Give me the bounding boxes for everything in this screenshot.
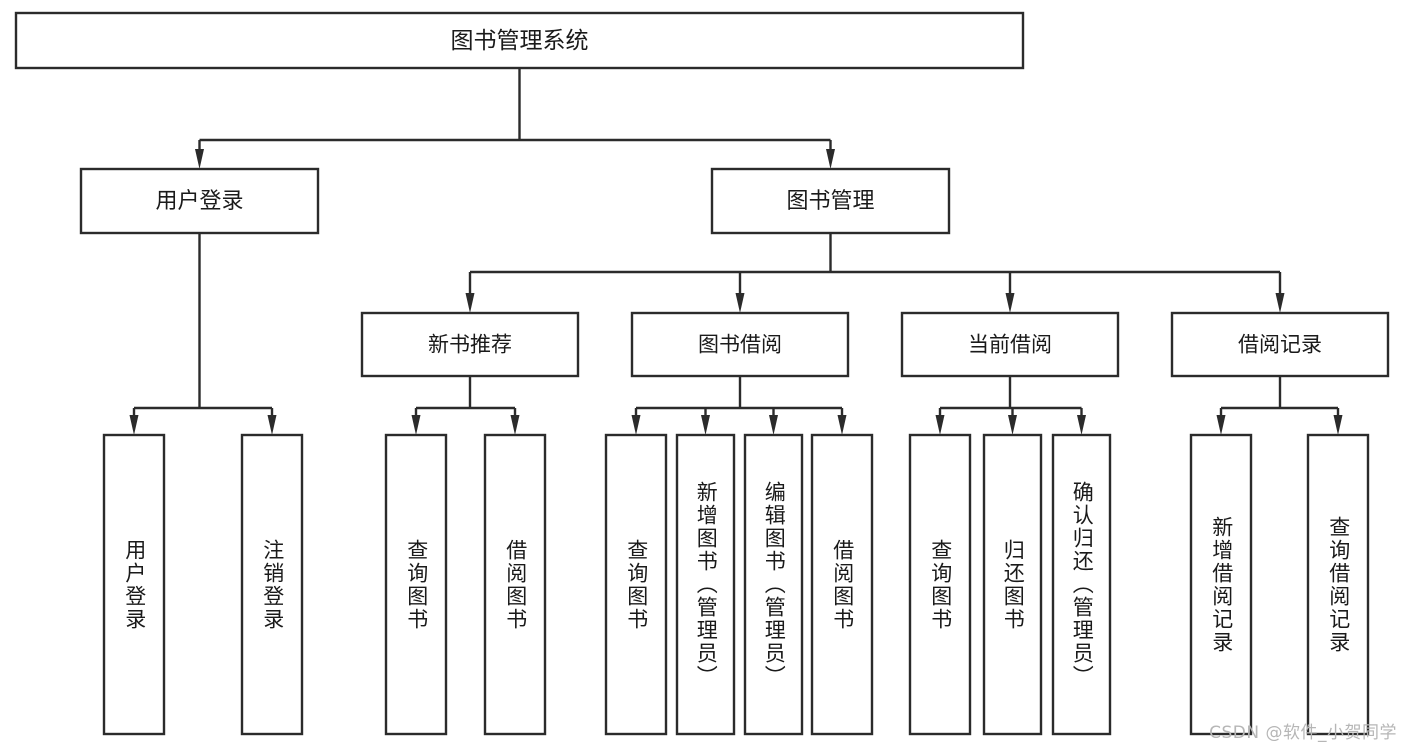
- node-l3-borrow-record-box[interactable]: [1170, 311, 1390, 378]
- node-leaf-leaf-add-record-box[interactable]: [1189, 433, 1253, 736]
- node-leaf-leaf-query-book-2-box[interactable]: [604, 433, 668, 736]
- node-l2-user-login-label: 用户登录: [155, 189, 243, 214]
- node-l3-current-borrow[interactable]: 当前借阅: [900, 311, 1120, 378]
- link-new-book-recommend-to-leaves-arrow-0: [411, 415, 421, 435]
- node-leaf-leaf-query-book-3[interactable]: [908, 433, 972, 736]
- node-leaf-leaf-query-record-box[interactable]: [1306, 433, 1370, 736]
- node-l3-book-borrow[interactable]: 图书借阅: [630, 311, 850, 378]
- link-bookmanage-to-l3-arrow-2: [1005, 293, 1015, 313]
- link-borrow-record-to-leaves-arrow-1: [1333, 415, 1343, 435]
- link-user-login-to-leaves-arrow-1: [267, 415, 277, 435]
- link-root-to-l2-arrow-1: [826, 149, 835, 169]
- link-bookmanage-to-l3-arrow-0: [465, 293, 475, 313]
- link-current-borrow-to-leaves-arrow-1: [1008, 415, 1017, 435]
- link-root-to-l2-arrow-0: [195, 149, 204, 169]
- node-l3-borrow-record-label: 借阅记录: [1238, 333, 1322, 357]
- link-book-borrow-to-leaves-arrow-2: [769, 415, 778, 435]
- connector-layer: [129, 68, 1343, 435]
- node-l2-book-manage[interactable]: 图书管理: [710, 167, 951, 235]
- node-l3-new-book-recommend-label: 新书推荐: [428, 333, 512, 357]
- link-user-login-to-leaves-arrow-0: [129, 415, 139, 435]
- link-borrow-record-to-leaves-arrow-0: [1216, 415, 1226, 435]
- link-current-borrow-to-leaves-arrow-2: [1077, 415, 1086, 435]
- node-leaf-leaf-query-book-1-box[interactable]: [384, 433, 448, 736]
- node-leaf-leaf-borrow-book-2[interactable]: [810, 433, 874, 736]
- node-leaf-leaf-confirm-return-box[interactable]: [1051, 433, 1112, 736]
- link-new-book-recommend-to-leaves-arrow-1: [510, 415, 520, 435]
- link-bookmanage-to-l3-arrow-3: [1275, 293, 1285, 313]
- node-leaf-leaf-user-login[interactable]: [102, 433, 166, 736]
- node-leaf-leaf-add-record[interactable]: [1189, 433, 1253, 736]
- watermark-text: CSDN @软件_小贺同学: [1209, 723, 1397, 743]
- link-bookmanage-to-l3-arrow-1: [735, 293, 745, 313]
- node-leaf-leaf-edit-book-box[interactable]: [743, 433, 804, 736]
- node-leaf-leaf-return-book[interactable]: [982, 433, 1043, 736]
- node-leaf-leaf-add-book-box[interactable]: [675, 433, 736, 736]
- node-leaf-leaf-user-logout[interactable]: [240, 433, 304, 736]
- node-leaf-leaf-return-book-box[interactable]: [982, 433, 1043, 736]
- node-l3-book-borrow-label: 图书借阅: [698, 333, 782, 357]
- node-leaf-leaf-user-logout-box[interactable]: [240, 433, 304, 736]
- node-leaf-leaf-confirm-return[interactable]: [1051, 433, 1112, 736]
- link-current-borrow-to-leaves-arrow-0: [935, 415, 945, 435]
- node-leaf-leaf-edit-book[interactable]: [743, 433, 804, 736]
- node-l2-user-login[interactable]: 用户登录: [79, 167, 320, 235]
- node-l2-book-manage-label: 图书管理: [786, 189, 874, 214]
- node-root-system-box[interactable]: [14, 11, 1025, 70]
- node-l3-new-book-recommend[interactable]: 新书推荐: [360, 311, 580, 378]
- node-leaf-leaf-borrow-book-2-box[interactable]: [810, 433, 874, 736]
- link-book-borrow-to-leaves-arrow-1: [701, 415, 710, 435]
- node-l2-book-manage-box[interactable]: [710, 167, 951, 235]
- node-root-system-label: 图书管理系统: [451, 28, 589, 54]
- node-l3-new-book-recommend-box[interactable]: [360, 311, 580, 378]
- node-leaf-leaf-add-book[interactable]: [675, 433, 736, 736]
- node-leaf-leaf-query-book-2[interactable]: [604, 433, 668, 736]
- node-l2-user-login-box[interactable]: [79, 167, 320, 235]
- link-book-borrow-to-leaves-arrow-3: [837, 415, 847, 435]
- node-leaf-leaf-borrow-book-1[interactable]: [483, 433, 547, 736]
- node-leaf-leaf-query-record[interactable]: [1306, 433, 1370, 736]
- node-leaf-leaf-query-book-3-box[interactable]: [908, 433, 972, 736]
- node-l3-book-borrow-box[interactable]: [630, 311, 850, 378]
- node-root-system[interactable]: 图书管理系统: [14, 11, 1025, 70]
- link-book-borrow-to-leaves-arrow-0: [631, 415, 641, 435]
- node-leaf-leaf-query-book-1[interactable]: [384, 433, 448, 736]
- node-l3-current-borrow-label: 当前借阅: [968, 333, 1052, 357]
- node-leaf-leaf-user-login-box[interactable]: [102, 433, 166, 736]
- node-l3-borrow-record[interactable]: 借阅记录: [1170, 311, 1390, 378]
- node-leaf-leaf-borrow-book-1-box[interactable]: [483, 433, 547, 736]
- node-l3-current-borrow-box[interactable]: [900, 311, 1120, 378]
